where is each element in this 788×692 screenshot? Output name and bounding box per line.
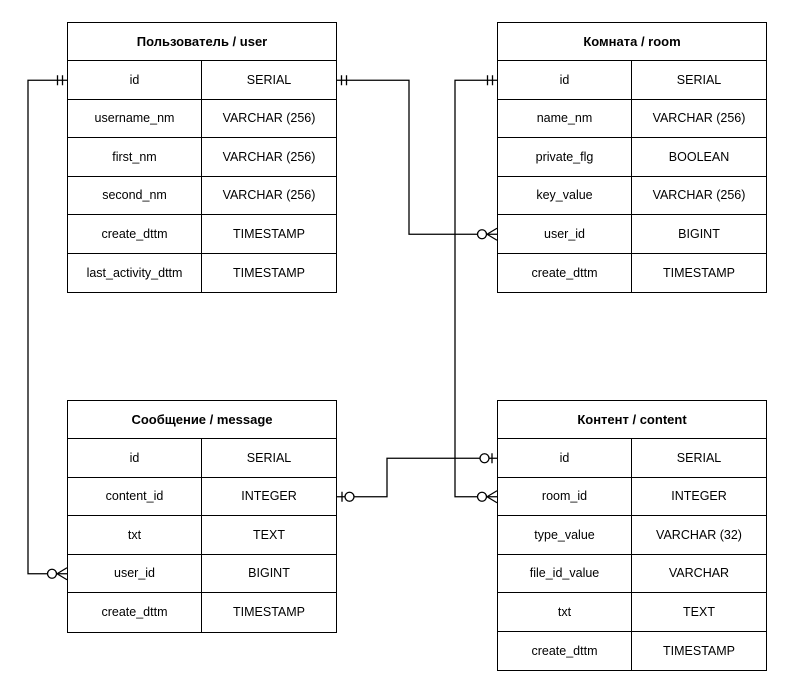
row-room-create_dttm: create_dttm TIMESTAMP <box>498 253 766 292</box>
column-type: VARCHAR (32) <box>656 527 742 542</box>
cardinality-marker-one <box>486 75 494 86</box>
column-type: TIMESTAMP <box>233 265 305 280</box>
row-user-create_dttm: create_dttm TIMESTAMP <box>68 215 336 254</box>
column-type: SERIAL <box>676 450 722 465</box>
column-type: TEXT <box>253 527 285 542</box>
column-name: first_nm <box>68 138 202 176</box>
column-name: create_dttm <box>68 593 202 632</box>
column-name: id <box>498 439 632 477</box>
entity-title-message: Сообщение / message <box>68 401 336 439</box>
row-message-create_dttm: create_dttm TIMESTAMP <box>68 593 336 632</box>
column-type: SERIAL <box>246 450 292 465</box>
cardinality-marker-one <box>56 75 64 86</box>
column-name: txt <box>498 593 632 631</box>
column-name: id <box>68 439 202 477</box>
column-name: key_value <box>498 176 632 214</box>
entity-title-user: Пользователь / user <box>68 23 336 61</box>
row-content-type_value: type_value VARCHAR (32) <box>498 516 766 555</box>
column-name: user_id <box>68 554 202 592</box>
entity-title-content: Контент / content <box>498 401 766 439</box>
entity-title-room: Комната / room <box>498 23 766 61</box>
column-type: INTEGER <box>671 489 727 504</box>
cardinality-marker-zero-or-many <box>476 227 498 241</box>
column-type: TIMESTAMP <box>663 265 735 280</box>
row-message-txt: txt TEXT <box>68 516 336 555</box>
column-name: user_id <box>498 215 632 253</box>
column-name: id <box>498 61 632 99</box>
column-type: BIGINT <box>678 226 720 241</box>
column-type: SERIAL <box>676 72 722 87</box>
row-message-user_id: user_id BIGINT <box>68 554 336 593</box>
row-user-first_nm: first_nm VARCHAR (256) <box>68 138 336 177</box>
column-type: VARCHAR (256) <box>652 188 746 203</box>
column-name: id <box>68 61 202 99</box>
column-type: SERIAL <box>246 72 292 87</box>
column-type: INTEGER <box>241 489 297 504</box>
cardinality-marker-one <box>340 75 348 86</box>
cardinality-marker-zero-or-one <box>341 491 355 502</box>
column-name: create_dttm <box>68 215 202 253</box>
column-name: room_id <box>498 477 632 515</box>
column-name: private_flg <box>498 138 632 176</box>
row-content-id: id SERIAL <box>498 439 766 478</box>
column-name: content_id <box>68 477 202 515</box>
relationship-message-content <box>337 453 497 502</box>
column-name: second_nm <box>68 176 202 214</box>
row-user-last_activity_dttm: last_activity_dttm TIMESTAMP <box>68 253 336 292</box>
row-content-create_dttm: create_dttm TIMESTAMP <box>498 631 766 670</box>
column-type: TIMESTAMP <box>233 605 305 620</box>
column-name: username_nm <box>68 99 202 137</box>
row-user-second_nm: second_nm VARCHAR (256) <box>68 176 336 215</box>
column-type: VARCHAR (256) <box>222 188 316 203</box>
cardinality-marker-zero-or-many <box>46 567 68 581</box>
row-content-txt: txt TEXT <box>498 593 766 632</box>
column-name: create_dttm <box>498 631 632 670</box>
column-type: TEXT <box>683 604 715 619</box>
row-user-id: id SERIAL <box>68 61 336 100</box>
row-message-content_id: content_id INTEGER <box>68 477 336 516</box>
column-type: BOOLEAN <box>668 149 730 164</box>
row-room-id: id SERIAL <box>498 61 766 100</box>
column-type: TIMESTAMP <box>663 643 735 658</box>
row-content-room_id: room_id INTEGER <box>498 477 766 516</box>
row-message-id: id SERIAL <box>68 439 336 478</box>
column-name: file_id_value <box>498 554 632 592</box>
column-type: VARCHAR (256) <box>652 111 746 126</box>
row-room-name_nm: name_nm VARCHAR (256) <box>498 99 766 138</box>
row-room-private_flg: private_flg BOOLEAN <box>498 138 766 177</box>
cardinality-marker-zero-or-many <box>476 490 498 504</box>
relationship-user-room <box>337 75 498 241</box>
column-name: txt <box>68 516 202 554</box>
row-user-username_nm: username_nm VARCHAR (256) <box>68 99 336 138</box>
column-type: TIMESTAMP <box>233 226 305 241</box>
row-room-key_value: key_value VARCHAR (256) <box>498 176 766 215</box>
column-type: VARCHAR (256) <box>222 111 316 126</box>
row-content-file_id_value: file_id_value VARCHAR <box>498 554 766 593</box>
column-name: last_activity_dttm <box>68 253 202 292</box>
column-name: create_dttm <box>498 253 632 292</box>
relationship-user-message <box>27 75 68 581</box>
column-type: VARCHAR <box>668 566 730 581</box>
row-room-user_id: user_id BIGINT <box>498 215 766 254</box>
column-type: VARCHAR (256) <box>222 149 316 164</box>
column-type: BIGINT <box>248 566 290 581</box>
relationship-room-content <box>454 75 498 504</box>
column-name: type_value <box>498 516 632 554</box>
column-name: name_nm <box>498 99 632 137</box>
cardinality-marker-zero-or-one <box>479 453 493 464</box>
